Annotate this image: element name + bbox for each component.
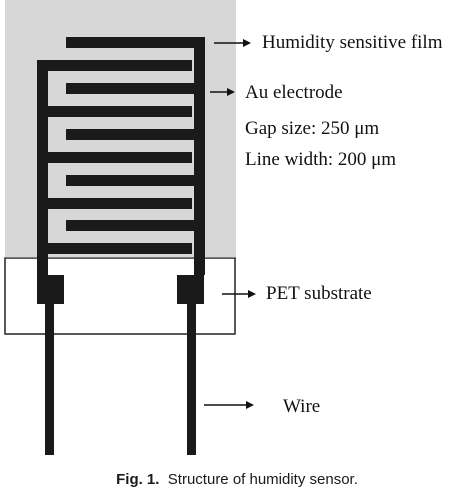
wire-left: [45, 304, 54, 455]
caption-text: Structure of humidity sensor.: [167, 471, 358, 488]
figure-caption: Fig. 1. Structure of humidity sensor.: [0, 472, 474, 487]
label-line-width: Line width: 200 μm: [245, 149, 397, 170]
label-film: Humidity sensitive film: [262, 32, 443, 53]
arrow-electrode: [210, 88, 235, 96]
caption-figure-number: Fig. 1.: [116, 471, 160, 488]
label-gap-size: Gap size: 250 μm: [245, 118, 380, 139]
arrow-substrate: [222, 290, 256, 298]
au-electrode: [37, 37, 205, 304]
arrow-film: [214, 39, 251, 47]
label-electrode: Au electrode: [245, 82, 343, 103]
label-substrate: PET substrate: [266, 283, 372, 304]
arrow-wire: [204, 401, 254, 409]
label-wire: Wire: [283, 396, 321, 417]
wire-right: [187, 304, 196, 455]
